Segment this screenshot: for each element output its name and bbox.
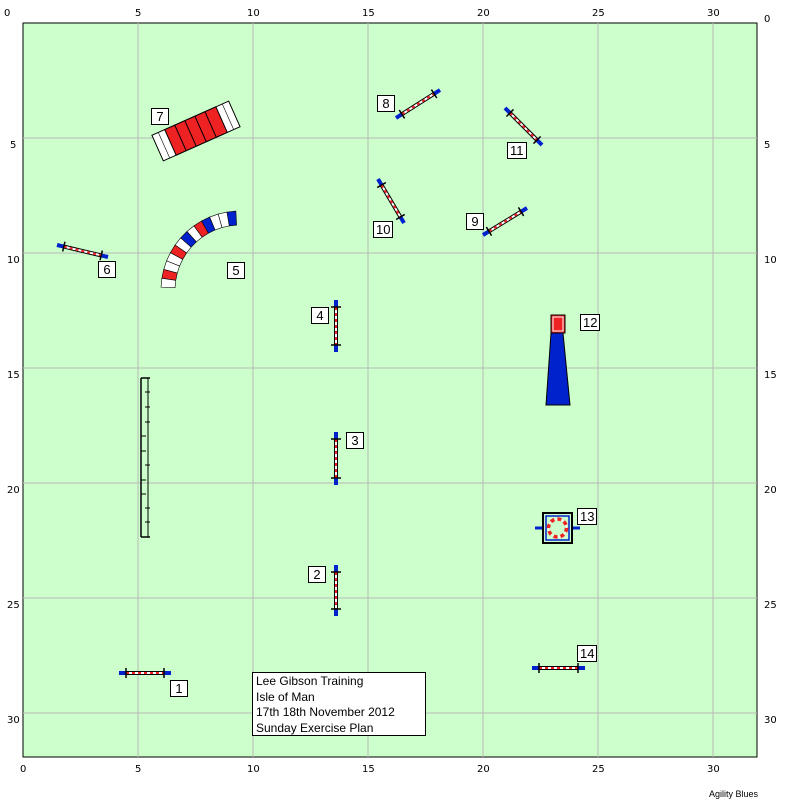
info-line-4: Sunday Exercise Plan xyxy=(256,720,374,735)
tunnel-segment xyxy=(160,277,177,289)
jump-4 xyxy=(331,300,341,352)
obstacle-number-11: 11 xyxy=(507,142,527,159)
bottom-tick-label: 5 xyxy=(135,764,142,775)
obstacle-number-9: 9 xyxy=(466,213,484,230)
info-box: Lee Gibson Training Isle of Man 17th 18t… xyxy=(252,672,426,736)
bottom-tick-label: 25 xyxy=(592,764,605,775)
obstacle-number-2: 2 xyxy=(308,566,326,583)
obstacle-number-12: 12 xyxy=(580,314,601,331)
right-tick-label: 15 xyxy=(764,370,777,381)
top-tick-label: 15 xyxy=(362,8,375,19)
jump-3 xyxy=(331,432,341,485)
collapsed-tunnel-12 xyxy=(545,314,571,406)
tunnel-5 xyxy=(160,210,237,289)
bottom-tick-label: 15 xyxy=(362,764,375,775)
obstacle-number-4: 4 xyxy=(311,307,329,324)
obstacle-number-6: 6 xyxy=(98,261,116,278)
field-background xyxy=(22,22,758,758)
obstacle-number-3: 3 xyxy=(346,432,364,449)
left-tick-label: 10 xyxy=(7,255,20,266)
tunnel-7 xyxy=(151,100,241,162)
bottom-tick-label: 0 xyxy=(20,764,27,775)
top-tick-label: 5 xyxy=(135,8,142,19)
dog-walk xyxy=(140,377,150,538)
grid-lines xyxy=(23,23,757,757)
left-tick-label: 30 xyxy=(7,715,20,726)
right-tick-label: 5 xyxy=(764,140,771,151)
jump-14 xyxy=(532,663,585,673)
jump-11 xyxy=(503,106,544,147)
info-line-3: 17th 18th November 2012 xyxy=(256,705,395,719)
info-line-1: Lee Gibson Training xyxy=(256,674,364,688)
top-tick-label: 10 xyxy=(247,8,260,19)
left-tick-label: 25 xyxy=(7,600,20,611)
jump-1 xyxy=(119,668,171,678)
right-tick-label: 10 xyxy=(764,255,777,266)
top-tick-label: 25 xyxy=(592,8,605,19)
top-tick-label: 30 xyxy=(707,8,720,19)
jump-2 xyxy=(331,565,341,616)
left-tick-label: 5 xyxy=(10,140,17,151)
obstacle-number-13: 13 xyxy=(577,508,598,525)
right-tick-label: 30 xyxy=(764,715,777,726)
obstacle-number-5: 5 xyxy=(227,262,245,279)
left-tick-label: 15 xyxy=(7,370,20,381)
obstacle-number-1: 1 xyxy=(170,680,188,697)
right-tick-label: 25 xyxy=(764,600,777,611)
footer-credit: Agility Blues xyxy=(708,789,758,799)
jump-6 xyxy=(56,241,109,261)
left-tick-label: 20 xyxy=(7,485,20,496)
jump-10 xyxy=(376,177,406,225)
obstacle-number-14: 14 xyxy=(577,645,598,662)
tyre-13 xyxy=(535,512,580,544)
jump-9 xyxy=(481,206,529,237)
obstacle-number-10: 10 xyxy=(373,221,394,238)
obstacle-number-8: 8 xyxy=(377,95,395,112)
info-line-2: Isle of Man xyxy=(256,689,315,704)
bottom-tick-label: 10 xyxy=(247,764,260,775)
top-tick-label: 20 xyxy=(477,8,490,19)
right-tick-label: 0 xyxy=(764,14,771,25)
jump-8 xyxy=(394,88,442,120)
bottom-tick-label: 30 xyxy=(707,764,720,775)
top-tick-label: 0 xyxy=(4,8,11,19)
right-tick-label: 20 xyxy=(764,485,777,496)
bottom-tick-label: 20 xyxy=(477,764,490,775)
obstacle-number-7: 7 xyxy=(151,108,169,125)
